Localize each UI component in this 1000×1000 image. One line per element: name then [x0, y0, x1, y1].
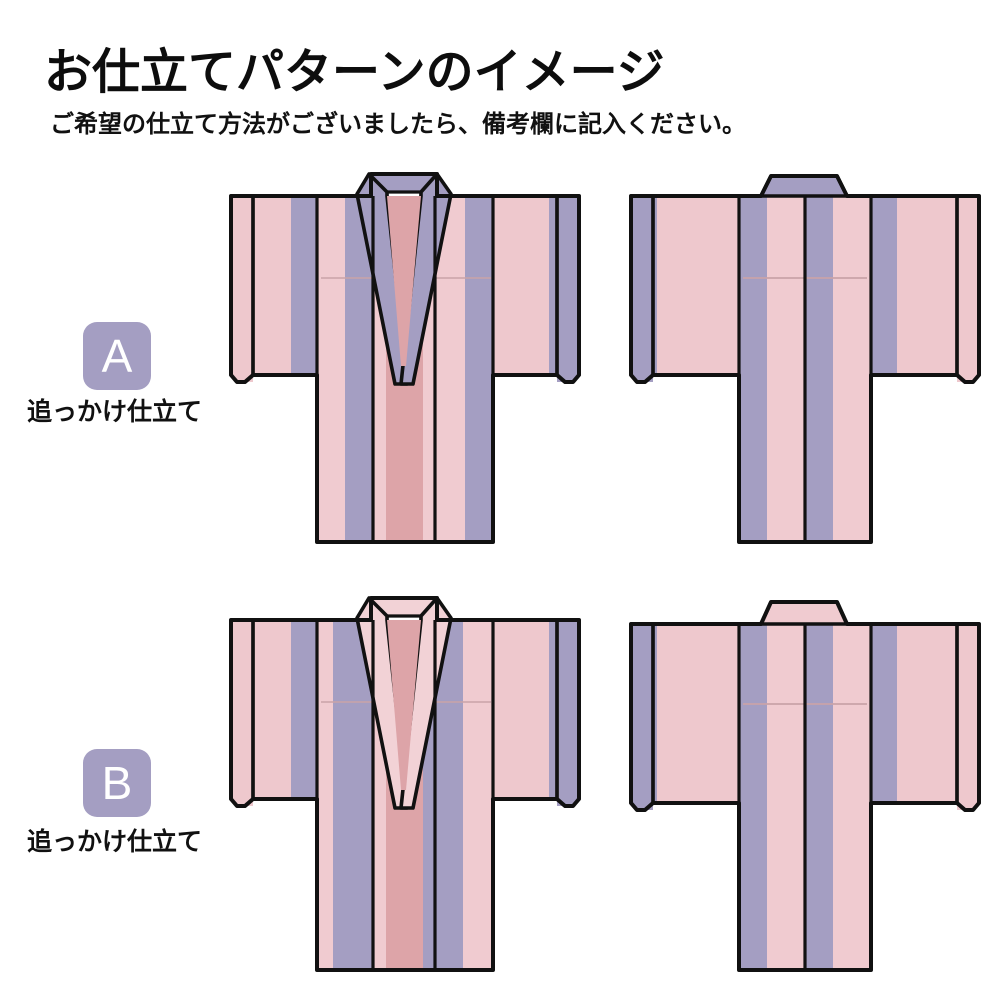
back-neck-tab: [759, 600, 849, 626]
back-neck-tab: [759, 174, 849, 198]
back-right-half: [805, 196, 871, 542]
page-subtitle: ご希望の仕立て方法がございましたら、備考欄に記入ください。: [50, 110, 746, 138]
pattern-badge-a: A: [83, 322, 151, 390]
right-mid-panel: [435, 196, 493, 542]
kimono-front-b-svg: [229, 596, 581, 972]
kimono-back-b-svg: [629, 600, 981, 972]
kimono-back-a: [625, 170, 985, 550]
collar-inner-fill: [387, 620, 421, 790]
back-right-half: [805, 624, 871, 970]
kimono-front-b: [225, 592, 585, 982]
kimono-front-a: [225, 170, 585, 550]
left-mid-panel: [317, 620, 373, 970]
back-left-half: [739, 196, 805, 542]
right-sleeve-panel: [557, 196, 579, 382]
left-body-panel: [235, 620, 317, 806]
back-left-half: [739, 624, 805, 970]
kimono-back-a-svg: [629, 174, 981, 544]
pattern-label-a: 追っかけ仕立て: [27, 397, 203, 426]
right-sleeve-panel: [957, 196, 979, 382]
right-sleeve-panel: [557, 620, 579, 806]
page-title: お仕立てパターンのイメージ: [44, 44, 665, 100]
kimono-front-a-svg: [229, 172, 581, 544]
collar-inner-fill: [387, 196, 421, 366]
kimono-back-b: [625, 592, 985, 982]
pattern-label-b: 追っかけ仕立て: [27, 827, 203, 856]
left-body-panel: [235, 196, 317, 382]
pattern-badge-b: B: [83, 749, 151, 817]
right-sleeve-panel: [957, 624, 979, 810]
